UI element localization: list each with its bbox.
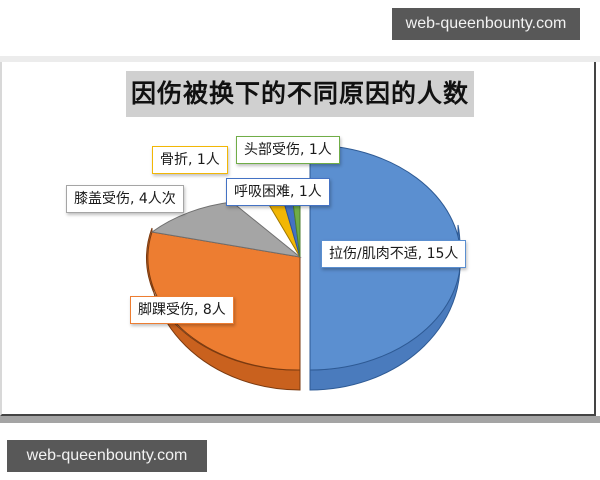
chart-frame-bottom [0,416,600,423]
label-ankle: 脚踝受伤, 8人 [130,296,234,324]
label-strain: 拉伤/肌肉不适, 15人 [321,240,467,268]
chart-frame-top [0,56,600,62]
watermark-bottom: web-queenbounty.com [7,440,207,472]
label-knee: 膝盖受伤, 4人次 [66,185,184,213]
label-breathing: 呼吸困难, 1人 [226,178,330,206]
chart-title: 因伤被换下的不同原因的人数 [126,71,474,117]
label-fracture: 骨折, 1人 [152,146,228,174]
watermark-top: web-queenbounty.com [392,8,580,40]
slice-depth-orange [146,227,301,391]
label-head: 头部受伤, 1人 [236,136,340,164]
